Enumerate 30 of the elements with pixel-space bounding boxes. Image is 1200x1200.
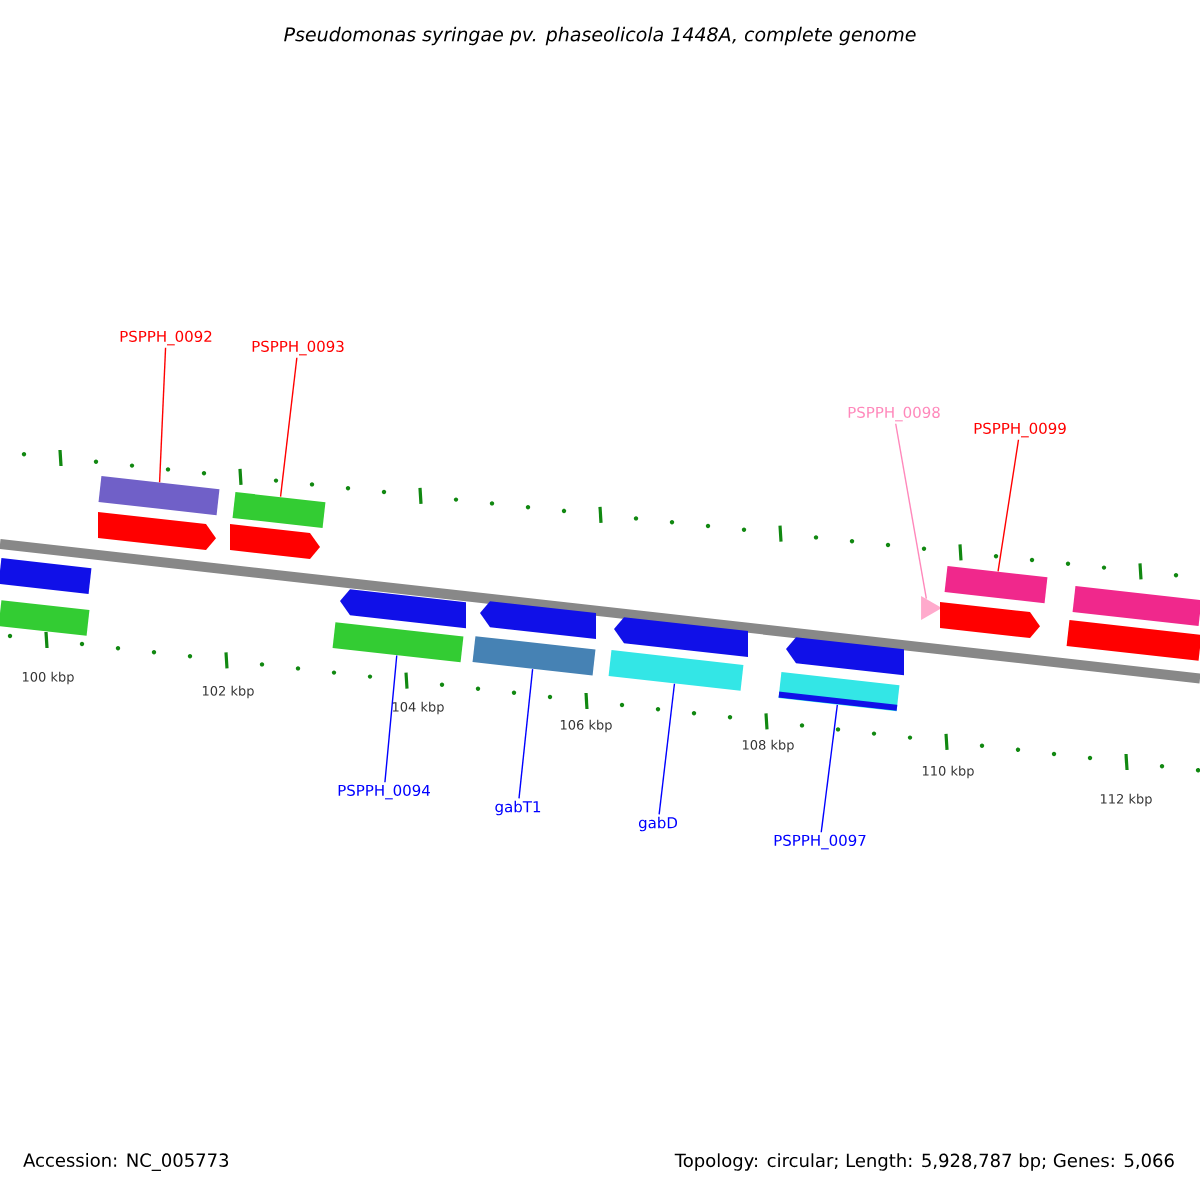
gene-feature-triangle (921, 596, 942, 620)
leader-line (279, 357, 298, 498)
gene-feature-bar (332, 622, 464, 663)
gene-feature-bar (232, 492, 326, 528)
gene-feature-block (614, 617, 748, 657)
gene-feature-bar (98, 476, 220, 516)
leader-line (658, 683, 676, 816)
gene-feature-block (940, 602, 1040, 638)
leader-line (158, 347, 167, 483)
leader-line (895, 423, 928, 600)
gene-feature-bar (1072, 586, 1200, 626)
gene-feature-block (230, 524, 320, 559)
leader-line (518, 668, 534, 800)
leader-line (384, 654, 398, 783)
gene-feature-block (786, 637, 904, 676)
gene-feature-bar (0, 600, 90, 636)
gene-feature-bar (1066, 620, 1200, 661)
gene-feature-bar (0, 558, 92, 594)
gene-feature-bar (472, 636, 596, 676)
leader-line (997, 439, 1020, 573)
gene-feature-bar (944, 566, 1048, 604)
gene-feature-bar (778, 672, 900, 712)
genome-info-text: Topology: circular; Length: 5,928,787 bp; Genes: 5,066 (674, 1153, 1174, 1171)
gene-feature-bar (608, 650, 744, 691)
gene-feature-block (480, 601, 596, 639)
gene-feature-block (340, 589, 466, 629)
accession-text: Accession: NC_005773 (23, 1153, 229, 1171)
leader-line (820, 704, 839, 833)
title: Pseudomonas syringae pv. phaseolicola 1448A, complete genome (284, 26, 916, 46)
gene-feature-block (98, 512, 216, 550)
